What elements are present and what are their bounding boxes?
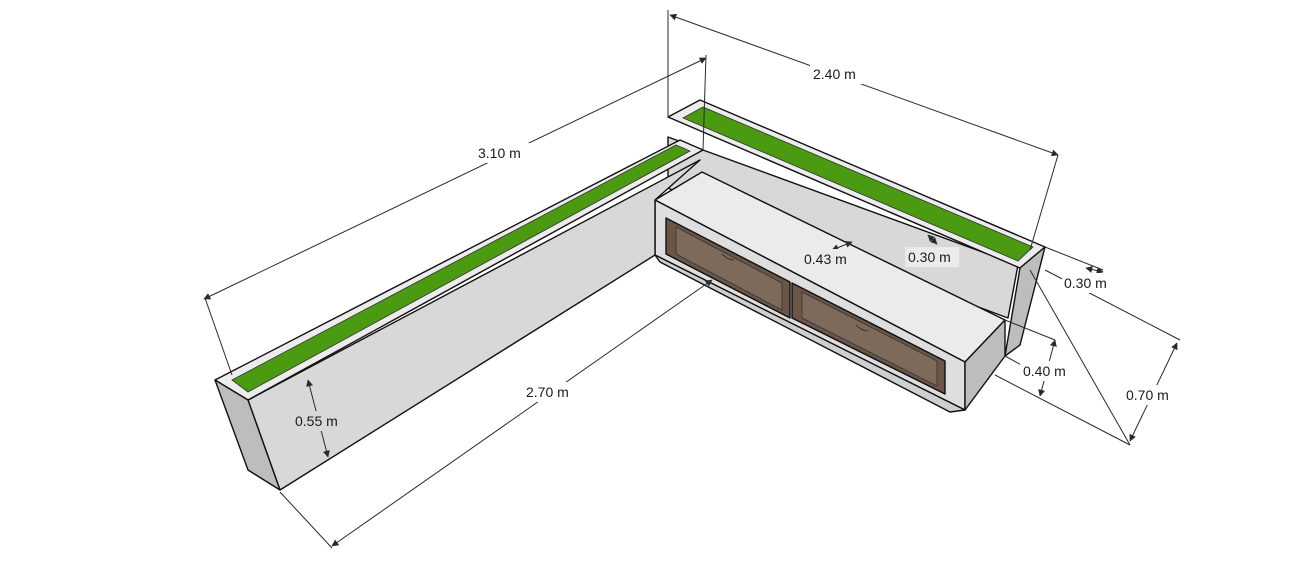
dim-line-backrest-depth (927, 234, 938, 245)
dim-line-left-length (203, 57, 707, 300)
drawer-right-panel (801, 291, 938, 387)
left-planter-end-face (214, 379, 281, 491)
dim-line-planter-width (1085, 266, 1104, 274)
label-planter-width: 0.30 m (1064, 275, 1107, 291)
label-seat-height: 0.40 m (1023, 363, 1066, 379)
label-front-length: 2.70 m (526, 384, 569, 400)
dimension-labels: 2.40 m 3.10 m 2.70 m 0.55 m 0.43 m 0.30 … (292, 64, 1177, 431)
left-planter-front-face (247, 159, 701, 491)
back-planter-end-face (1004, 246, 1046, 357)
dim-line-back-length (669, 13, 1059, 157)
label-seat-depth: 0.43 m (804, 251, 847, 267)
dim-line-front-length (331, 279, 713, 547)
drawer-right-handle (855, 324, 869, 332)
label-back-length: 2.40 m (813, 66, 856, 82)
label-left-length: 3.10 m (478, 145, 521, 161)
dim-line-seat-depth (831, 241, 853, 251)
drawer-left-handle (721, 253, 735, 261)
left-planter (214, 139, 704, 491)
label-backrest-depth: 0.30 m (908, 249, 951, 265)
label-planter-height: 0.55 m (295, 413, 338, 429)
label-total-height: 0.70 m (1126, 387, 1169, 403)
